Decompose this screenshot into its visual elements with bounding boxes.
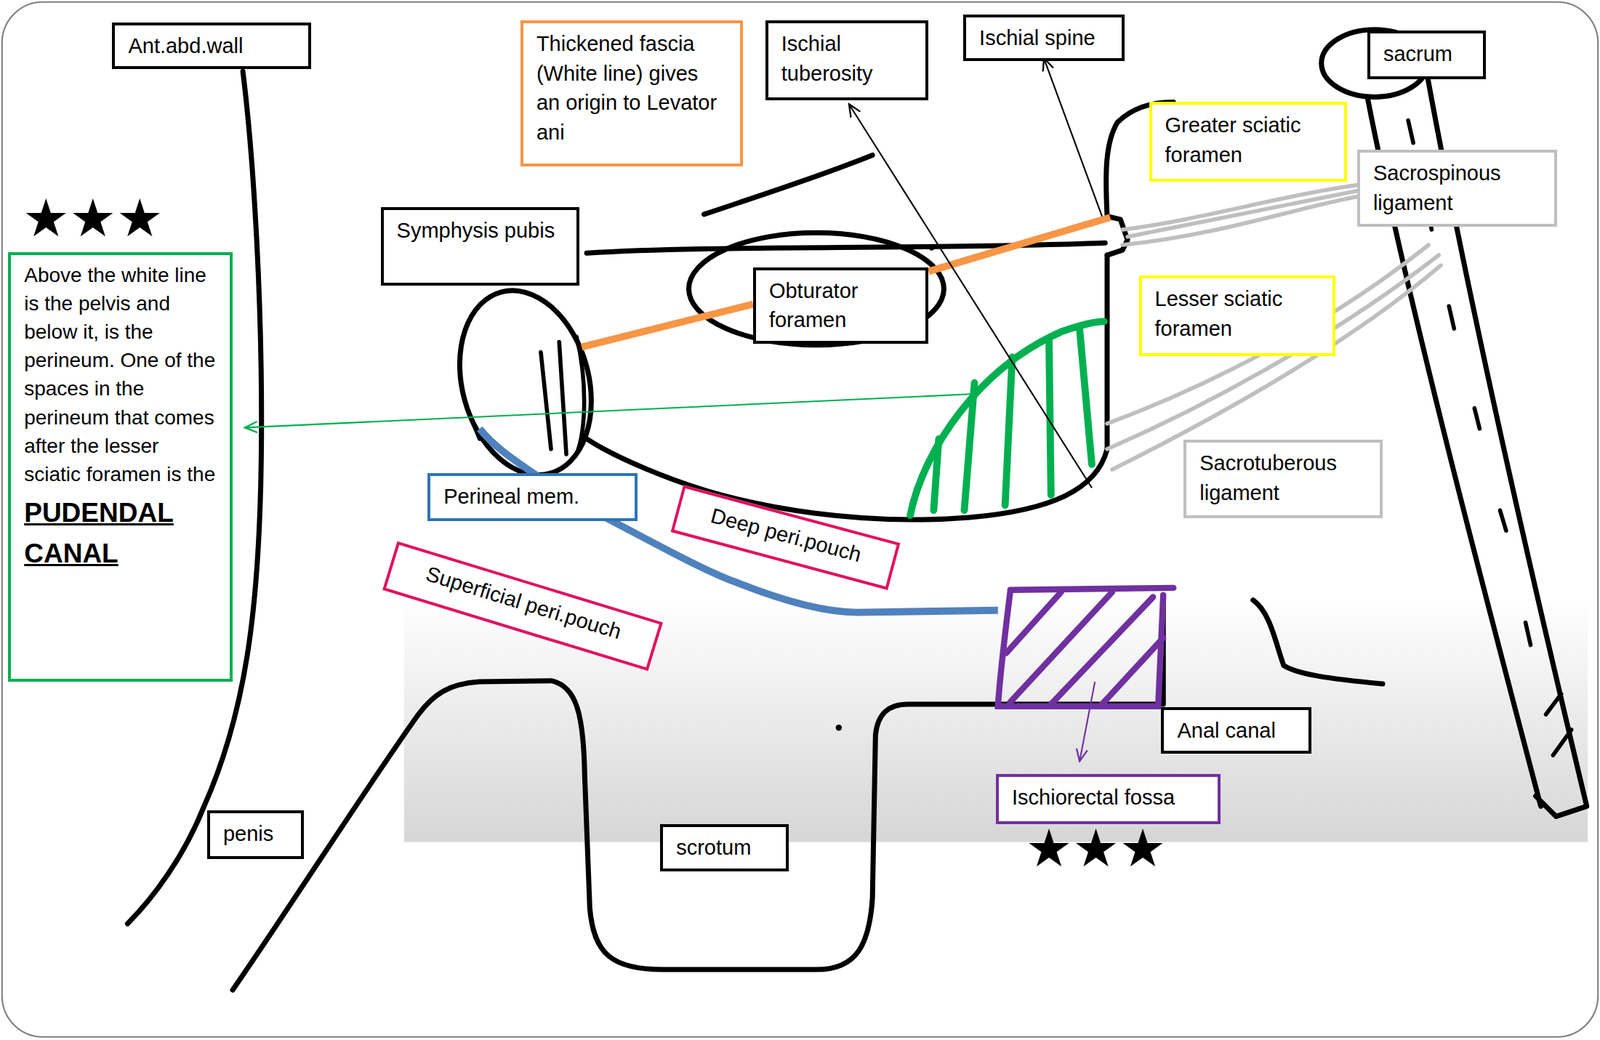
star-rating: ★★★ bbox=[1025, 822, 1167, 875]
leader-arrow bbox=[1079, 681, 1095, 762]
label-text: Anal canal bbox=[1176, 716, 1295, 746]
label-box: Ant.abd.wall bbox=[111, 22, 312, 70]
label-text: Deep peri.pouch bbox=[685, 495, 888, 576]
label-text: sacrum bbox=[1383, 39, 1470, 70]
label-text: Ant.abd.wall bbox=[127, 31, 296, 62]
label-text: Symphysis pubis bbox=[396, 215, 565, 246]
label-text: Superficial peri.pouch bbox=[397, 551, 650, 655]
sacrospinous-ligament bbox=[1122, 183, 1373, 245]
label-text: Sacrotuberous ligament bbox=[1199, 448, 1367, 508]
label-text: Obturator foramen bbox=[769, 276, 913, 336]
obturator-outline bbox=[688, 232, 944, 345]
label-text: Thickened fascia (White line) gives an o… bbox=[536, 29, 727, 147]
symphysis-outline bbox=[439, 275, 611, 490]
label-box: Superficial peri.pouch bbox=[382, 540, 663, 671]
pudendal-canal-hatch bbox=[910, 321, 1105, 516]
label-text: Ischial spine bbox=[979, 23, 1109, 54]
label-text: PUDENDAL CANAL bbox=[23, 492, 217, 574]
pudendal-canal-hatch bbox=[933, 328, 1092, 511]
anal-canal-line bbox=[1253, 600, 1383, 685]
label-text: Lesser sciatic foramen bbox=[1155, 284, 1321, 344]
label-box: Anal canal bbox=[1160, 707, 1311, 755]
label-text: Ischial tuberosity bbox=[781, 29, 914, 88]
label-text: scrotum bbox=[676, 833, 773, 863]
label-box: Obturator foramen bbox=[753, 267, 929, 344]
label-box: Greater sciatic foramen bbox=[1149, 101, 1348, 182]
label-box: Sacrospinous ligament bbox=[1357, 149, 1558, 227]
leader-arrow bbox=[1043, 58, 1103, 217]
label-box: sacrum bbox=[1367, 30, 1486, 80]
body-outline bbox=[232, 681, 1161, 991]
dot bbox=[929, 245, 935, 251]
label-box: Perineal mem. bbox=[427, 473, 638, 522]
label-text: Ischiorectal fossa bbox=[1011, 782, 1205, 813]
label-text: Greater sciatic foramen bbox=[1165, 110, 1332, 170]
label-text: Above the white line is the pelvis and b… bbox=[23, 260, 217, 490]
label-text: Perineal mem. bbox=[443, 481, 622, 512]
sacrotuberous-ligament bbox=[1107, 244, 1441, 470]
label-text: Sacrospinous ligament bbox=[1373, 158, 1542, 218]
star-rating: ★★★ bbox=[22, 191, 164, 245]
ischiorectal-hatch bbox=[1006, 592, 1164, 705]
label-box: Above the white line is the pelvis and b… bbox=[7, 252, 233, 682]
label-box: Ischiorectal fossa bbox=[995, 774, 1221, 825]
label-text: penis bbox=[223, 819, 288, 850]
label-box: Sacrotuberous ligament bbox=[1183, 439, 1383, 519]
label-box: scrotum bbox=[660, 824, 789, 872]
label-box: Deep peri.pouch bbox=[670, 484, 901, 591]
label-box: Ischial tuberosity bbox=[765, 20, 930, 100]
dot bbox=[835, 724, 842, 731]
label-box: Ischial spine bbox=[963, 14, 1125, 62]
label-box: Thickened fascia (White line) gives an o… bbox=[520, 20, 743, 167]
label-box: Lesser sciatic foramen bbox=[1139, 275, 1337, 357]
white-line bbox=[581, 217, 1111, 347]
ischiorectal-hatch bbox=[998, 588, 1174, 707]
leader-arrow bbox=[244, 394, 975, 428]
label-box: Symphysis pubis bbox=[380, 207, 581, 286]
label-box: penis bbox=[207, 810, 304, 860]
